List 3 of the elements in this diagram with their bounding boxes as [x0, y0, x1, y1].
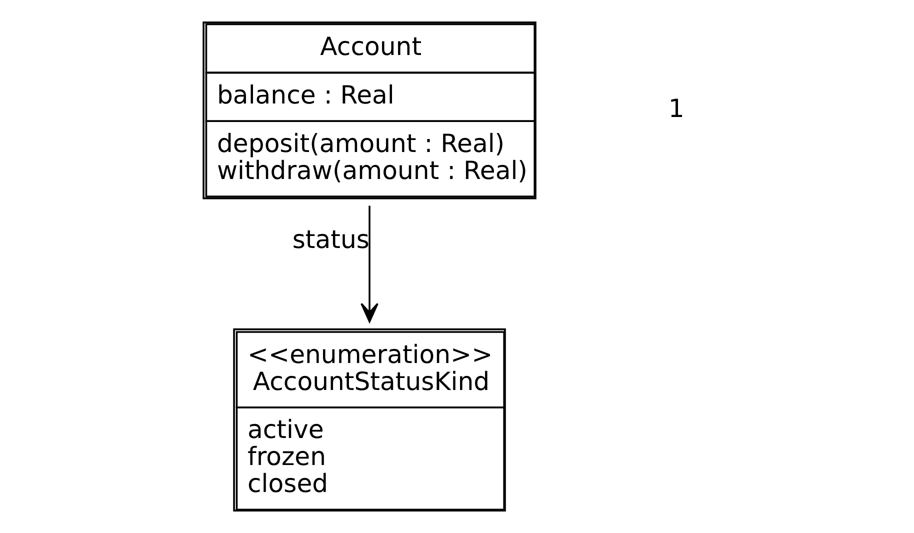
arrow: [360, 206, 378, 323]
label: 1: [668, 94, 684, 124]
edge-label: status: [292, 224, 370, 254]
